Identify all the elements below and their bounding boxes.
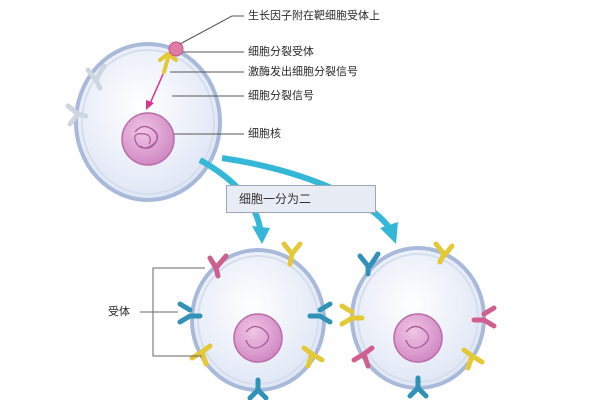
- receptor-icon: [207, 253, 229, 279]
- receptor-icon: [433, 241, 455, 265]
- label-growth-factor: 生长因子附在靶细胞受体上: [248, 9, 380, 22]
- leader-lines: [170, 15, 244, 135]
- receptor-icon: [281, 241, 303, 267]
- division-banner: 细胞一分为二: [226, 185, 376, 213]
- signal-arrow: [149, 73, 164, 105]
- receptor-icon: [471, 305, 497, 329]
- receptor-icon: [307, 301, 333, 325]
- daughter-cell-right: [350, 246, 486, 390]
- label-receptor-bottom: 受体: [108, 305, 130, 318]
- daughter-nucleus-right: [393, 313, 443, 363]
- label-nucleus: 细胞核: [248, 127, 281, 140]
- receptor-icon: [461, 347, 485, 371]
- receptor-icon: [189, 343, 213, 367]
- growth-factor-icon: [158, 41, 184, 74]
- parent-cell: [74, 42, 222, 202]
- signal-arrowhead: [146, 100, 154, 110]
- label-receptor: 细胞分裂受体: [248, 45, 314, 58]
- receptor-icon: [351, 345, 375, 369]
- receptor-bracket: [140, 267, 205, 357]
- label-division-signal: 细胞分裂信号: [248, 89, 314, 102]
- receptor-icon: [339, 303, 365, 327]
- receptor-icon: [247, 377, 269, 400]
- daughter-cell-left: [190, 248, 326, 392]
- receptor-icon: [65, 103, 89, 127]
- receptor-icon: [407, 375, 429, 399]
- receptor-icon: [301, 345, 325, 369]
- daughter-nucleus-left: [233, 313, 283, 363]
- receptor-icon: [357, 251, 381, 277]
- receptor-icon: [85, 63, 107, 91]
- label-enzyme-signal: 激酶发出细胞分裂信号: [248, 65, 358, 78]
- parent-nucleus: [121, 112, 175, 166]
- receptor-icon: [177, 301, 203, 325]
